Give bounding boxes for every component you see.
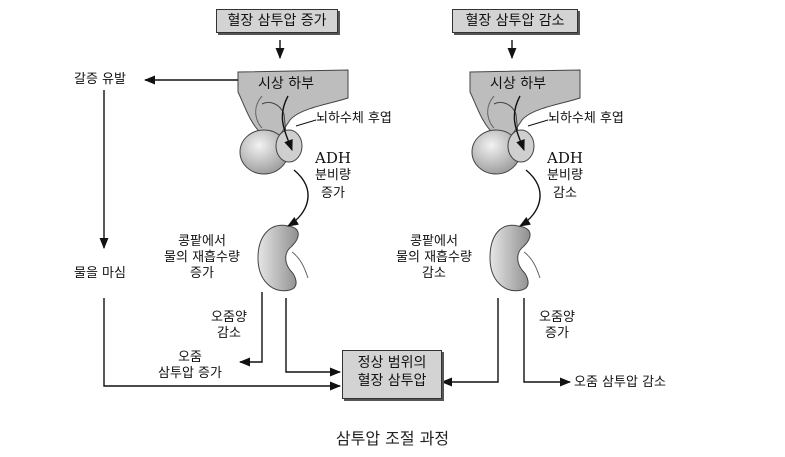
stimulus-right: 혈장 삼투압 감소 <box>465 13 565 29</box>
adh-right-change: 감소 <box>553 186 577 201</box>
right-kidney <box>489 224 541 292</box>
left-kidney <box>257 224 309 292</box>
urine-osmolality-left: 오줌 삼투압 증가 <box>142 350 238 382</box>
urine-right-line-1: 오줌양 <box>539 310 575 325</box>
adh-left-amount: 분비량 <box>315 168 351 183</box>
kidney-left-line-3: 증가 <box>190 266 214 281</box>
kidney-left-line-2: 물의 재흡수량 <box>164 250 240 265</box>
posterior-pituitary-left: 뇌하수체 후엽 <box>316 111 392 126</box>
kidney-right-line-3: 감소 <box>422 266 446 281</box>
kidney-left-line-1: 콩팥에서 <box>178 234 226 249</box>
urine-left-line-2: 감소 <box>217 326 241 341</box>
arrow-adh-left <box>287 169 309 227</box>
urine-volume-right: 오줌양 증가 <box>532 310 582 342</box>
urine-volume-left: 오줌양 감소 <box>204 310 254 342</box>
left-hypothalamus-pituitary <box>237 69 349 175</box>
drink-label: 물을 마심 <box>74 266 126 281</box>
adh-left-label: ADH <box>315 149 351 167</box>
normal-line-2: 혈장 삼투압 <box>357 373 427 389</box>
arrow-kidney-to-normal-left <box>285 298 342 377</box>
urine-left-line-1: 오줌양 <box>211 310 247 325</box>
kidney-text-right: 콩팥에서 물의 재흡수량 감소 <box>384 234 484 282</box>
kidney-right-line-1: 콩팥에서 <box>410 234 458 249</box>
adh-right-amount: 분비량 <box>547 168 583 183</box>
thirst-label: 갈증 유발 <box>74 72 126 87</box>
urine-right-line-2: 증가 <box>545 326 569 341</box>
adh-right-label: ADH <box>547 149 583 167</box>
posterior-pituitary-right: 뇌하수체 후엽 <box>548 111 624 126</box>
hypothalamus-left: 시상 하부 <box>258 76 314 92</box>
arrow-neuron-left <box>281 95 293 152</box>
normal-box: 정상 범위의 혈장 삼투압 <box>342 350 442 399</box>
urine-result-left-line-1: 오줌 <box>178 350 202 365</box>
kidney-text-left: 콩팥에서 물의 재흡수량 증가 <box>152 234 252 282</box>
urine-result-left-line-2: 삼투압 증가 <box>158 366 222 381</box>
arrow-drink-to-normal <box>103 298 342 391</box>
normal-line-1: 정상 범위의 <box>357 355 427 371</box>
adh-right: ADH 분비량 감소 <box>538 150 592 202</box>
adh-left: ADH 분비량 증가 <box>306 150 360 202</box>
arrow-neuron-right <box>513 95 525 152</box>
arrow-kidney-to-normal-right <box>440 298 499 387</box>
hypothalamus-right: 시상 하부 <box>490 76 546 92</box>
arrow-adh-right <box>519 169 541 227</box>
figure-caption: 삼투압 조절 과정 <box>335 429 450 448</box>
stimulus-box-right: 혈장 삼투압 감소 <box>452 9 578 33</box>
arrow-urine-left <box>238 292 263 367</box>
adh-left-change: 증가 <box>321 186 345 201</box>
stimulus-left: 혈장 삼투압 증가 <box>227 13 327 29</box>
urine-osmolality-right: 오줌 삼투압 감소 <box>574 375 666 390</box>
stimulus-box-left: 혈장 삼투압 증가 <box>216 9 338 33</box>
kidney-right-line-2: 물의 재흡수량 <box>396 250 472 265</box>
arrow-urine-right <box>523 298 572 387</box>
